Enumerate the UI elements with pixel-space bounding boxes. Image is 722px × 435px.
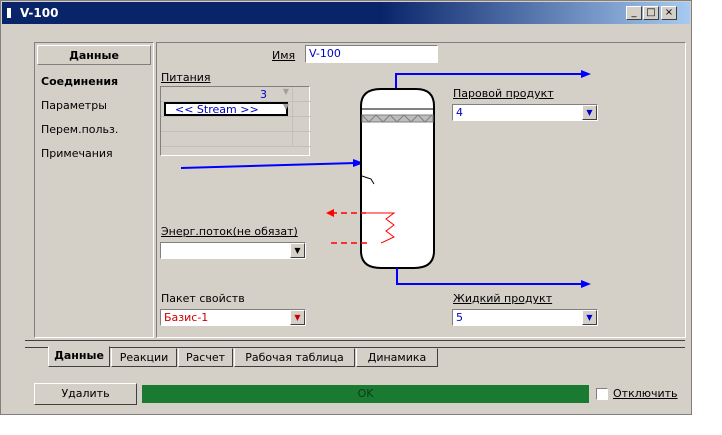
feed-row[interactable] <box>161 117 311 132</box>
connections-panel <box>156 42 686 338</box>
tab-worksheet[interactable]: Рабочая таблица <box>234 348 355 367</box>
chevron-down-icon: ▼ <box>282 102 289 111</box>
feeds-grid: 3 ▼ << Stream >> ▼ <box>160 86 311 156</box>
separator-diagram <box>180 70 591 288</box>
heater-coil-icon <box>366 212 396 244</box>
feed-stream-line <box>180 162 357 169</box>
vessel-body <box>360 88 435 269</box>
arrow-right-icon <box>353 159 364 167</box>
maximize-button[interactable]: □ <box>643 6 659 20</box>
sidebar-header-box: Данные <box>37 45 151 65</box>
arrow-right-icon <box>581 70 591 78</box>
sidebar-item-notes[interactable]: Примечания <box>41 147 113 160</box>
tab-rating[interactable]: Расчет <box>178 348 233 367</box>
vapour-product-label: Паровой продукт <box>453 87 554 100</box>
chevron-down-icon: ▼ <box>282 87 289 96</box>
ignore-checkbox[interactable] <box>596 388 608 400</box>
liquid-stream-line <box>396 268 581 285</box>
name-label: Имя <box>272 49 296 62</box>
vessel-window: V-100 _ □ × Данные Соединения Параметры … <box>0 0 692 415</box>
sidebar-item-parameters[interactable]: Параметры <box>41 99 107 112</box>
fluid-package-value: Базис-1 <box>164 311 209 324</box>
vapour-product-value: 4 <box>456 106 463 119</box>
feeds-label: Питания <box>161 71 211 84</box>
sidebar-item-user-variables[interactable]: Перем.польз. <box>41 123 119 136</box>
vapour-product-select[interactable]: 4 ▼ <box>452 104 598 121</box>
chevron-down-icon[interactable]: ▼ <box>582 310 597 325</box>
feed-row[interactable] <box>161 132 311 147</box>
close-button[interactable]: × <box>661 6 677 20</box>
window-icon <box>7 8 11 18</box>
feed-row[interactable]: << Stream >> ▼ <box>161 102 311 117</box>
fluid-package-label: Пакет свойств <box>161 292 245 305</box>
sidebar: Данные Соединения Параметры Перем.польз.… <box>34 42 154 338</box>
sidebar-header: Данные <box>69 49 119 62</box>
tab-dynamics[interactable]: Динамика <box>356 348 438 367</box>
liquid-product-value: 5 <box>456 311 463 324</box>
liquid-product-select[interactable]: 5 ▼ <box>452 309 598 326</box>
tab-data[interactable]: Данные <box>48 346 110 367</box>
energy-stream-select[interactable]: ▼ <box>160 242 306 259</box>
sidebar-item-connections[interactable]: Соединения <box>41 75 119 88</box>
ignore-label[interactable]: Отключить <box>613 387 678 400</box>
title-bar[interactable]: V-100 _ □ × <box>2 2 690 24</box>
feed-row[interactable]: 3 ▼ <box>161 87 311 102</box>
minimize-button[interactable]: _ <box>626 6 642 20</box>
name-input[interactable]: V-100 <box>305 45 438 63</box>
arrow-right-icon <box>581 280 591 288</box>
energy-stream-label: Энерг.поток(не обязат) <box>161 225 298 238</box>
chevron-down-icon[interactable]: ▼ <box>582 105 597 120</box>
status-bar: OK <box>142 385 589 403</box>
delete-button[interactable]: Удалить <box>34 383 137 405</box>
tab-reactions[interactable]: Реакции <box>111 348 177 367</box>
chevron-down-icon[interactable]: ▼ <box>290 310 305 325</box>
feed-value: << Stream >> <box>175 103 259 116</box>
arrow-left-icon <box>326 209 334 217</box>
liquid-product-label: Жидкий продукт <box>453 292 553 305</box>
chevron-down-icon[interactable]: ▼ <box>290 243 305 258</box>
fluid-package-select[interactable]: Базис-1 ▼ <box>160 309 306 326</box>
feed-value: 3 <box>260 88 267 101</box>
window-title: V-100 <box>20 6 59 20</box>
